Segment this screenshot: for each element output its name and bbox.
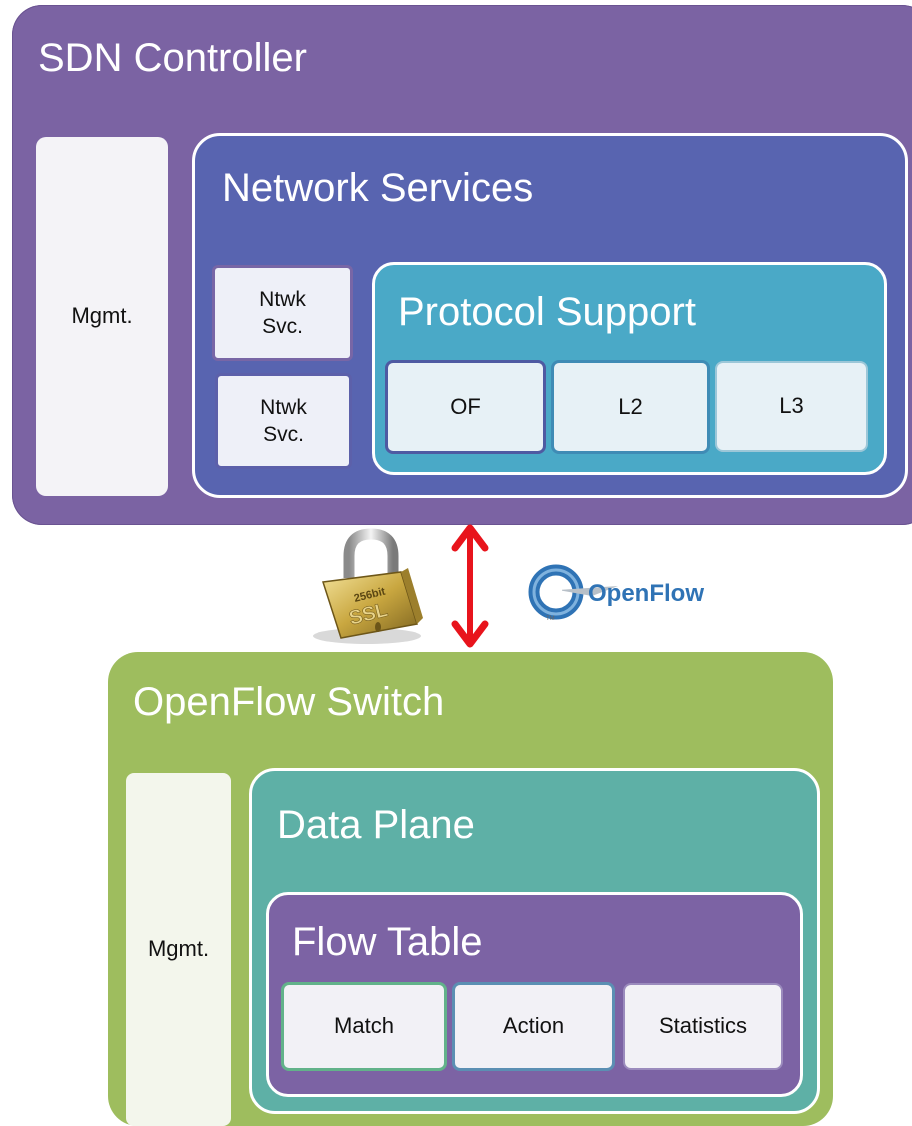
flow-cell-statistics: Statistics	[623, 983, 783, 1070]
double-arrow-icon	[451, 524, 489, 648]
ssl-lock-icon: 256bit SSL	[313, 528, 423, 644]
protocol-cell-l3: L3	[715, 361, 868, 452]
flow-cell-action: Action	[452, 982, 615, 1071]
sdn-controller-title: SDN Controller	[38, 36, 307, 80]
openflow-switch-title: OpenFlow Switch	[133, 680, 445, 724]
sdn-mgmt-box: Mgmt.	[36, 137, 168, 496]
protocol-cell-of: OF	[385, 360, 546, 454]
flow-table-title: Flow Table	[292, 920, 483, 964]
protocol-cell-l2: L2	[551, 360, 710, 454]
openflow-logo-icon: TM	[528, 564, 618, 622]
ntwk-svc-box-1: Ntwk Svc.	[212, 265, 353, 361]
ntwk-svc-box-2: Ntwk Svc.	[215, 373, 352, 469]
ntwk-svc-label-2: Ntwk Svc.	[260, 395, 307, 446]
switch-mgmt-box: Mgmt.	[126, 773, 231, 1126]
protocol-support-title: Protocol Support	[398, 290, 696, 334]
network-services-title: Network Services	[222, 166, 534, 210]
data-plane-title: Data Plane	[277, 803, 475, 847]
openflow-logo-text: OpenFlow	[588, 580, 704, 607]
ntwk-svc-label-1: Ntwk Svc.	[259, 287, 306, 338]
flow-cell-match: Match	[281, 982, 447, 1071]
svg-text:TM: TM	[546, 616, 555, 622]
